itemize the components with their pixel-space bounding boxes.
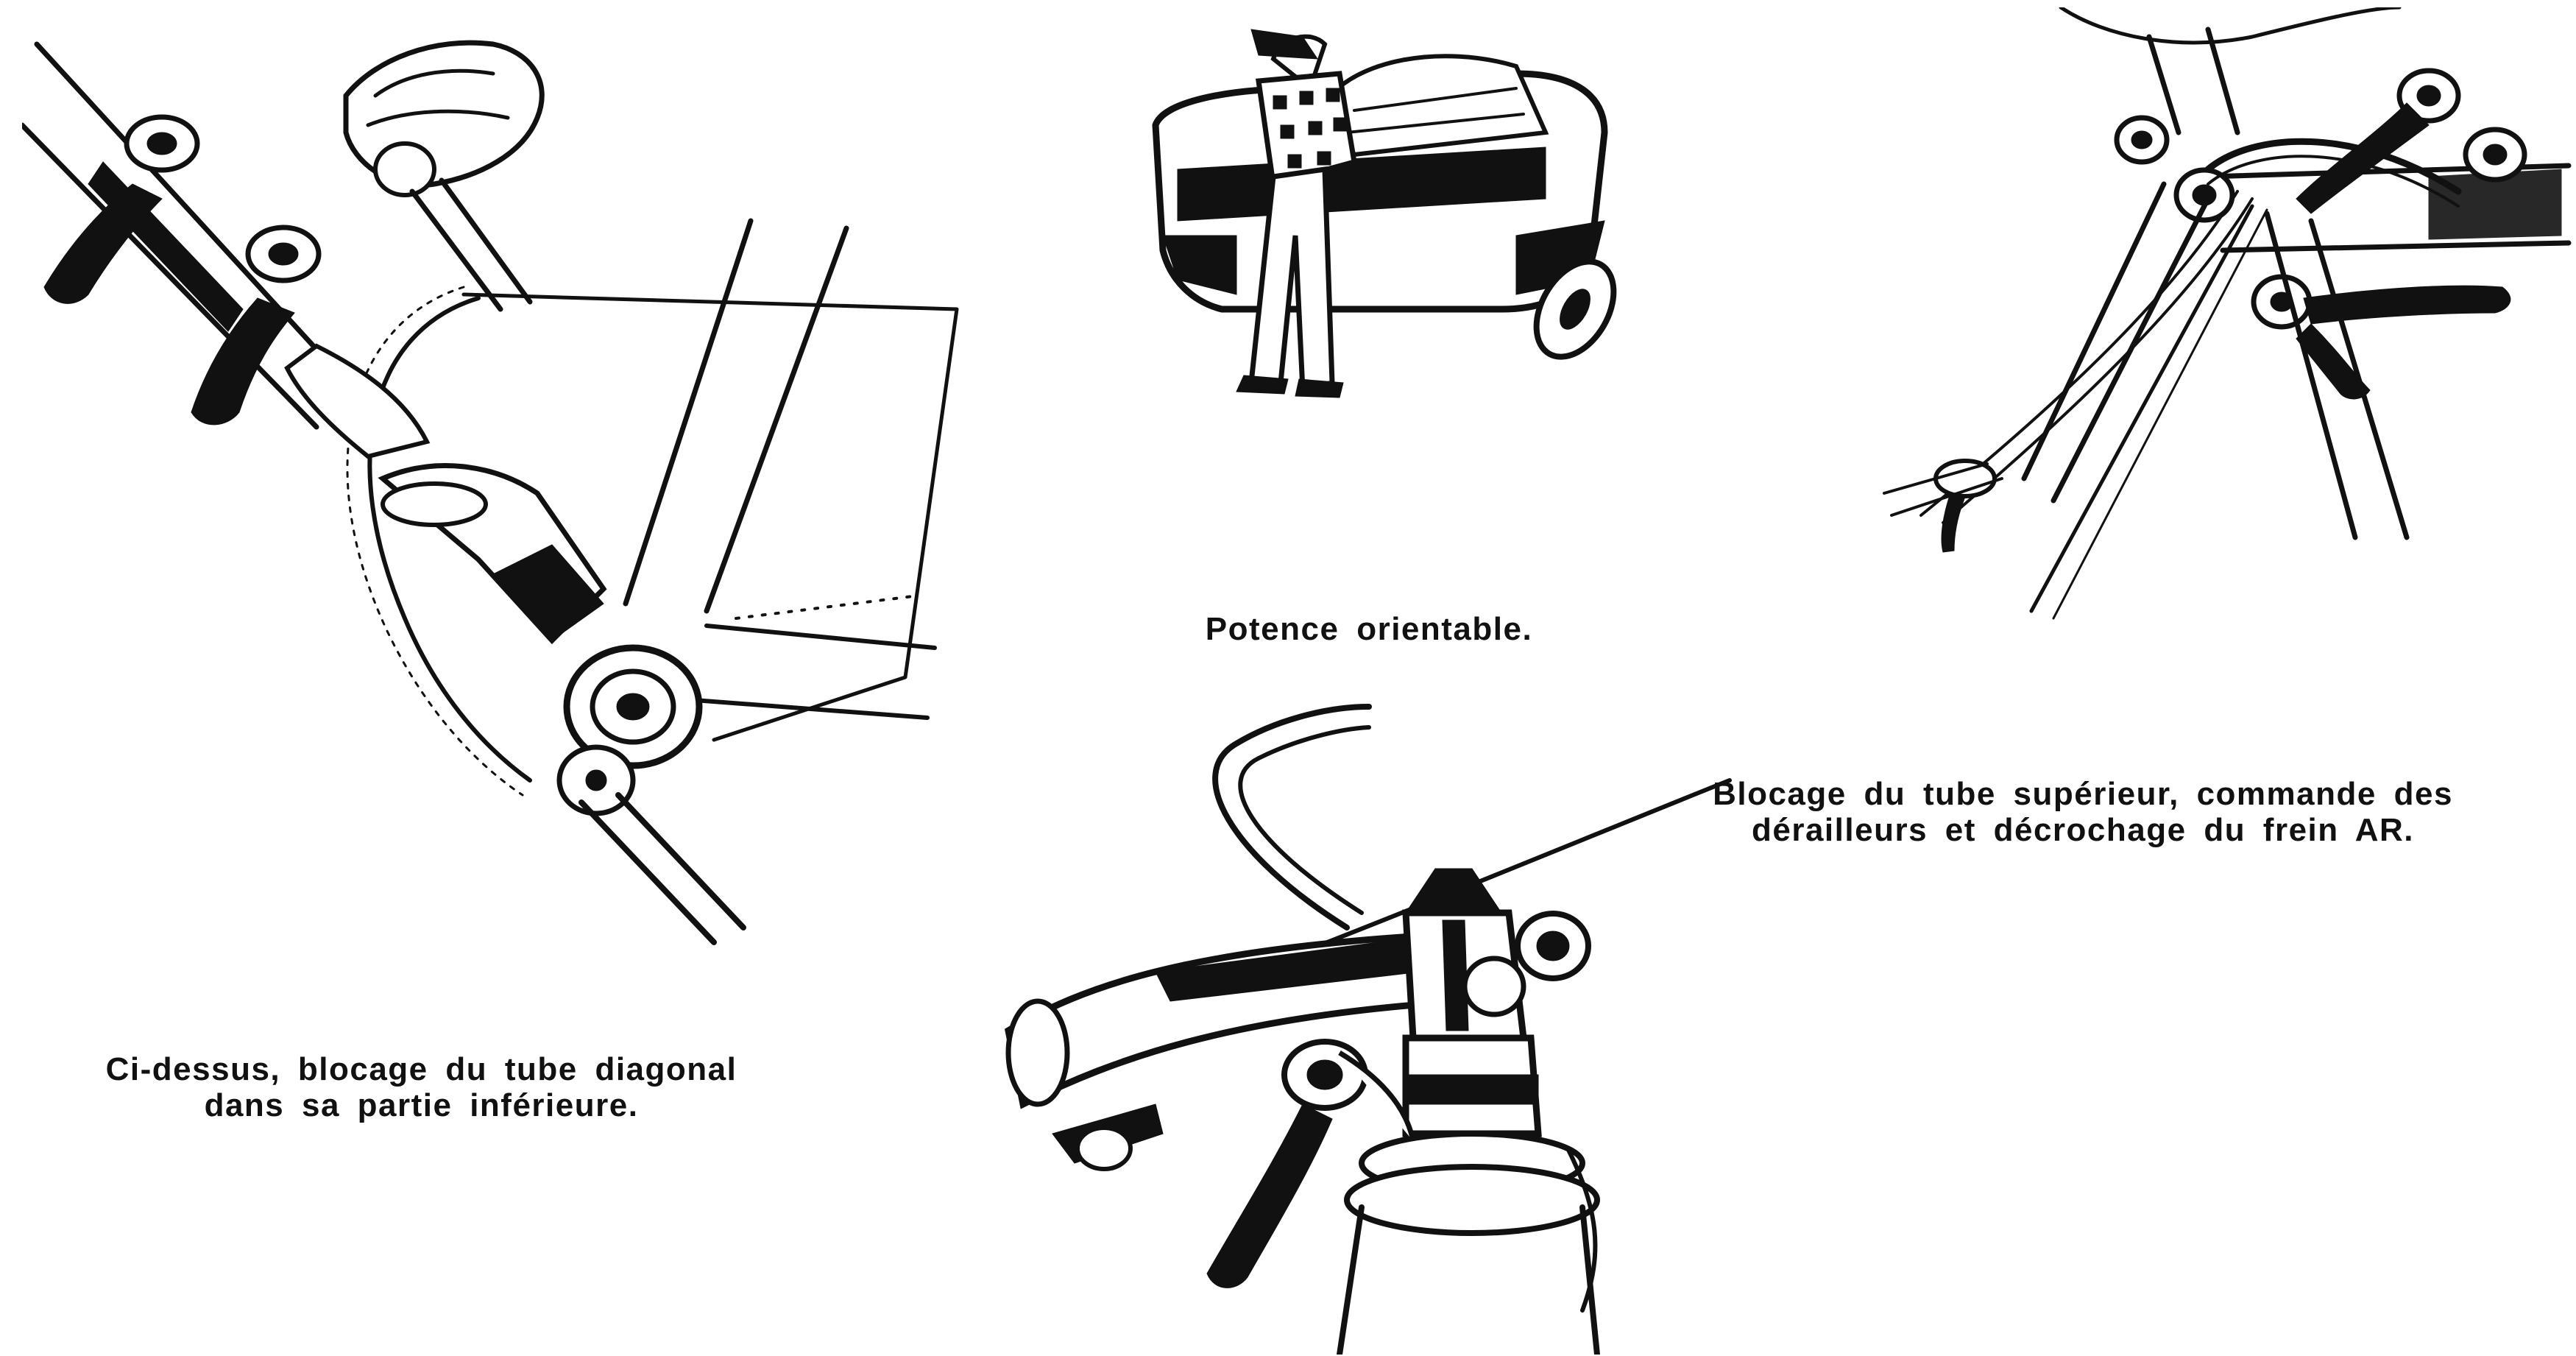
stem-caption-line1: Potence orientable. xyxy=(1205,611,1533,647)
top-tube-caption-line2: dérailleurs et décrochage du frein AR. xyxy=(1751,812,2415,848)
bottom-bracket-caption: Ci-dessus, blocage du tube diagonal dans… xyxy=(85,1051,758,1123)
top-tube-caption: Blocage du tube supérieur, commande des … xyxy=(1708,776,2458,848)
top-tube-derailleur-brake-illustration xyxy=(1883,7,2572,620)
car-trunk-loading-illustration xyxy=(1152,29,1617,398)
stem-caption: Potence orientable. xyxy=(1170,611,1568,647)
adjustable-stem-illustration xyxy=(1004,704,1732,1355)
bottom-bracket-caption-line2: dans sa partie inférieure. xyxy=(204,1087,639,1123)
top-tube-caption-line1: Blocage du tube supérieur, commande des xyxy=(1713,776,2453,812)
bottom-bracket-downtube-clamp-illustration xyxy=(22,40,959,945)
bottom-bracket-caption-line1: Ci-dessus, blocage du tube diagonal xyxy=(105,1051,737,1087)
